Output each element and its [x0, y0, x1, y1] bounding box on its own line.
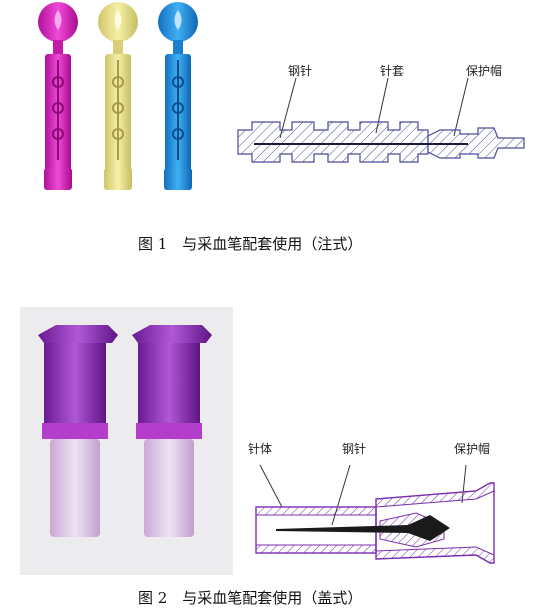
lancet-magenta: [38, 2, 78, 190]
product-photo-figure-2: [20, 307, 233, 575]
label-needle-figure-2: 钢针: [342, 442, 367, 456]
label-cap-figure-1: 保护帽: [466, 64, 503, 78]
label-cap-figure-2: 保护帽: [454, 442, 491, 456]
label-sleeve-figure-1: 针套: [380, 64, 405, 78]
figure-1-caption: 图 1 与采血笔配套使用（注式）: [138, 235, 363, 253]
lancet-yellow: [98, 2, 138, 190]
label-needle-figure-1: 钢针: [288, 64, 313, 78]
lancet-photo-figure-1: [38, 2, 198, 190]
figure-2-caption: 图 2 与采血笔配套使用（盖式）: [138, 589, 363, 607]
product-illustration: [38, 325, 212, 537]
lancet-blue: [158, 2, 198, 190]
cross-section-diagram-figure-1: [237, 77, 525, 163]
cross-section-diagram-figure-2: [255, 464, 495, 564]
label-body-figure-2: 针体: [248, 442, 273, 456]
